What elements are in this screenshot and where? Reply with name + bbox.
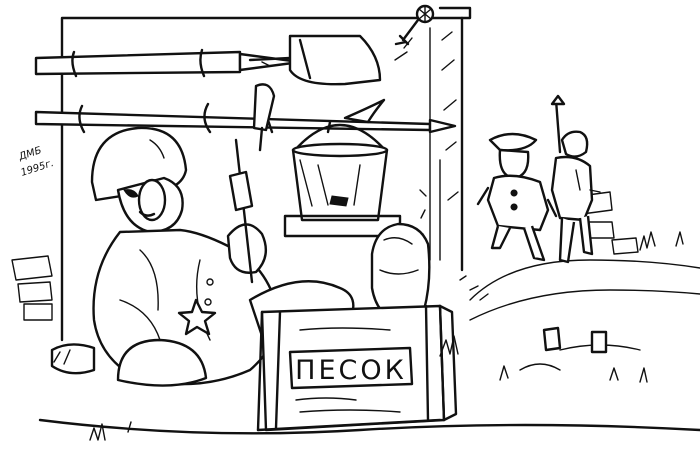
artist-signature: ДМБ 1995г. xyxy=(17,145,56,179)
guard-soldier-figure xyxy=(550,94,601,264)
signature-line1: ДМБ xyxy=(17,145,44,163)
halberd-icon xyxy=(34,94,457,134)
tin-can-icon xyxy=(542,326,562,352)
wall xyxy=(60,6,472,342)
crate-label-plate xyxy=(288,346,414,390)
tin-can-icon xyxy=(590,330,608,354)
ground xyxy=(11,191,700,441)
star-badge-icon xyxy=(177,298,217,336)
mace-icon xyxy=(394,4,435,46)
crate-label: ПЕСОК xyxy=(295,355,407,386)
officer-figure xyxy=(476,132,558,262)
spear-shovel-rack-icon xyxy=(34,34,382,86)
bucket-icon xyxy=(283,124,402,238)
rifle-bayonet-icon xyxy=(252,83,276,132)
sand-crate: ПЕСОК xyxy=(256,304,458,432)
helmet-icon xyxy=(116,338,208,387)
